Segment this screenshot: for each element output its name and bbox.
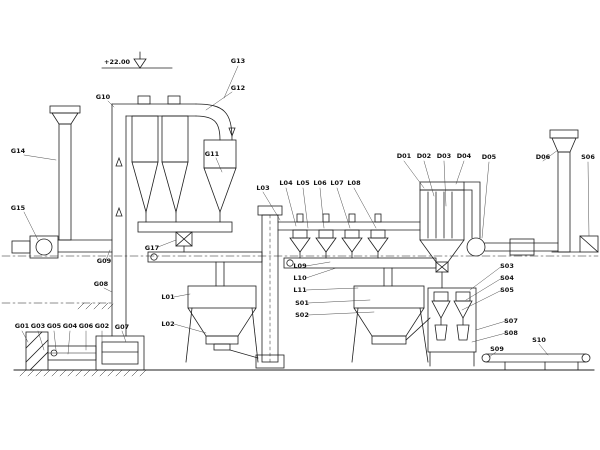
label-l08: L08 [347,179,361,187]
label-g10: G10 [96,93,111,101]
label-g11: G11 [205,150,220,158]
filter-fan [463,181,559,257]
cyclone-group [131,115,237,223]
label-g12: G12 [231,84,245,92]
storage-hopper-1 [185,261,259,363]
label-g07: G07 [115,323,129,331]
label-g14: G14 [11,147,26,155]
label-g08: G08 [94,280,109,288]
label-s07: S07 [504,317,518,325]
duct-damper [509,238,535,256]
label-g06: G06 [79,322,94,330]
label-g17: G17 [145,244,159,252]
label-s04: S04 [500,274,514,282]
label-g03: G03 [31,322,45,330]
distribution-pipe [277,221,421,231]
label-l07: L07 [330,179,343,187]
label-l03: L03 [256,184,269,192]
label-s05: S05 [500,286,514,294]
packing-station [427,287,477,367]
label-s02: S02 [295,311,309,319]
label-l05: L05 [296,179,310,187]
label-g04: G04 [63,322,78,330]
screw-conveyor-2 [283,257,437,269]
label-s10: S10 [532,336,546,344]
dust-collector-trough [137,221,233,253]
label-l04: L04 [279,179,293,187]
label-g09: G09 [97,257,112,265]
silencer-box [579,235,599,253]
flow-arrow-icon [115,206,123,217]
label-d01: D01 [397,152,412,160]
label-g15: G15 [11,204,26,212]
label-l09: L09 [293,262,307,270]
bucket-elevator [255,205,285,369]
label-l11: L11 [293,286,307,294]
feeder-row [289,213,389,259]
elevation-benchmark [101,51,173,69]
label-d02: D02 [417,152,431,160]
label-d03: D03 [437,152,451,160]
label-d05: D05 [482,153,497,161]
benchmark-triangle-icon [133,58,147,69]
belt-conveyor [481,353,591,371]
screw-feeder [47,345,97,361]
label-l06: L06 [313,179,327,187]
hot-gas-riser [111,103,127,337]
labels: +22.00 G13 G12 G10 G14 G11 G15 G09 G17 G… [11,57,596,353]
blower-unit [11,235,113,259]
label-l10: L10 [293,274,307,282]
label-s01: S01 [295,299,309,307]
storage-hopper-2 [351,267,431,363]
label-s03: S03 [500,262,514,270]
label-d04: D04 [457,152,472,160]
furnace [95,335,145,371]
flow-arrow-icon [228,127,236,138]
label-g13: G13 [231,57,245,65]
label-l01: L01 [161,293,175,301]
label-s08: S08 [504,329,518,337]
label-g02: G02 [95,322,109,330]
bag-filter [419,181,465,289]
label-elevation: +22.00 [104,58,130,66]
curved-duct [195,103,236,141]
label-l02: L02 [161,320,174,328]
screw-conveyor-1 [147,251,263,263]
level-lines [1,255,599,304]
flow-arrow-icon [115,156,123,167]
label-d06: D06 [536,153,551,161]
label-g01: G01 [15,322,30,330]
exhaust-stack-left [49,105,81,241]
coal-bin [25,331,49,371]
label-s09: S09 [490,345,504,353]
label-s06: S06 [581,153,595,161]
leader-lines [21,65,590,358]
cyclone-header-duct [111,95,197,117]
exhaust-stack-right [549,129,581,253]
label-g05: G05 [47,322,62,330]
